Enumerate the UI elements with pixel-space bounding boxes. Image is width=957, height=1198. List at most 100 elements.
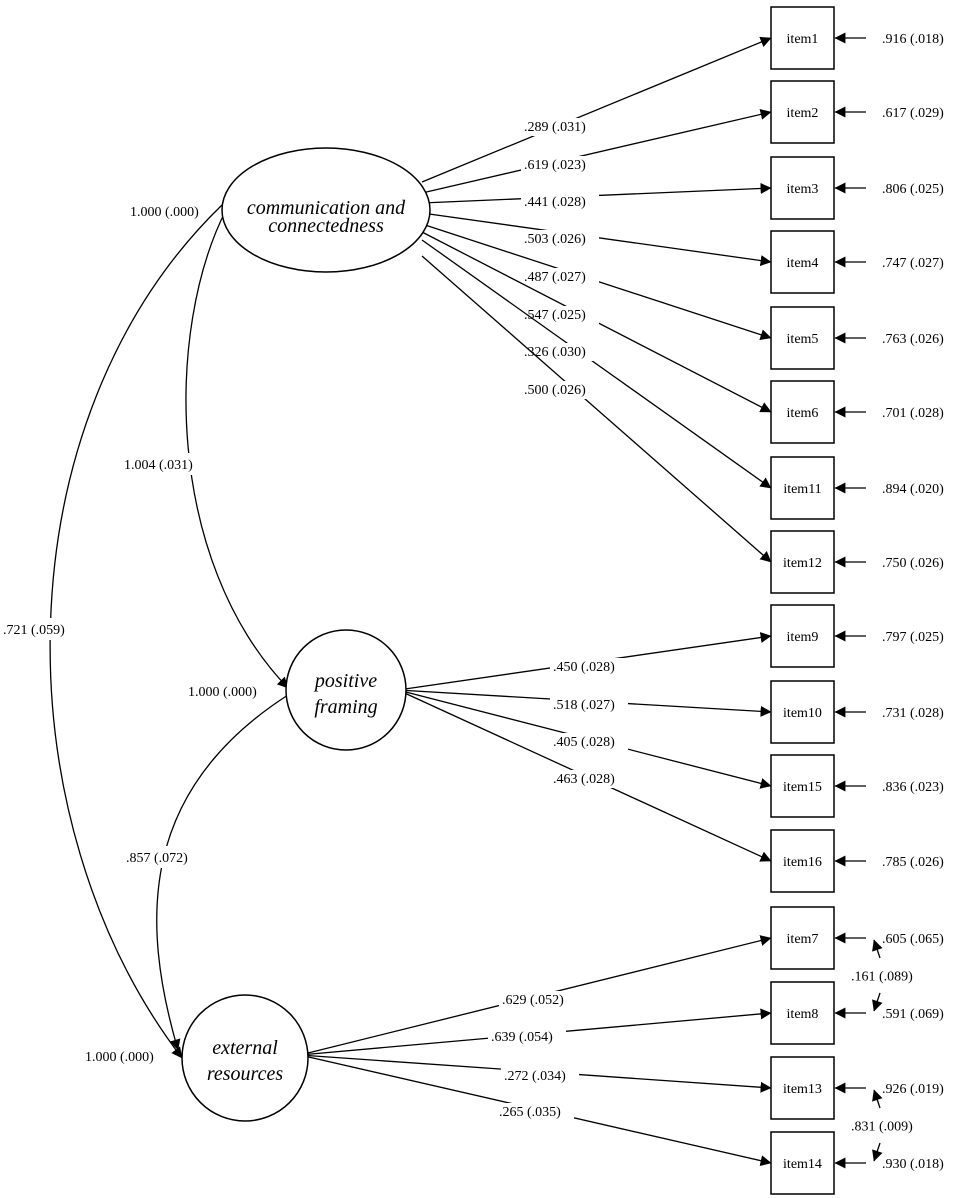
item-label-item6: item6 (787, 406, 819, 421)
item-rect-item13 (770, 1056, 835, 1120)
item-box-item9: item9 (770, 604, 835, 668)
item-box-item3: item3 (770, 156, 835, 220)
covariance-label-bg (2, 618, 82, 640)
item-box-item13: item13 (770, 1056, 835, 1120)
loading-label-bg (550, 770, 628, 788)
covariance-positive-external-curve (156, 684, 300, 1051)
item-rect-item11 (770, 456, 835, 520)
loading-label-item15: .405 (.028) (553, 735, 615, 750)
loading-label-bg (521, 230, 599, 248)
residual-covariance-arrow-bottom-item7_item8 (872, 992, 883, 1012)
residual-covariance-label-bg (848, 966, 926, 985)
residual-label-item1: .916 (.018) (882, 32, 944, 47)
loading-label-item4: .503 (.026) (524, 232, 586, 247)
loading-label-item14: .265 (.035) (499, 1105, 561, 1120)
factor-label-positive-line2: framing (314, 696, 377, 718)
loading-label-bg (521, 268, 599, 286)
loading-label-item10: .518 (.027) (553, 698, 615, 713)
residual-covariance-label-item7_item8: .161 (.089) (851, 970, 913, 985)
loading-label-item2: .619 (.023) (524, 158, 586, 173)
residual-label-item8: .591 (.069) (882, 1007, 944, 1022)
residual-label-item5: .763 (.026) (882, 332, 944, 347)
residual-covariances: .161 (.089).831 (.009) (848, 939, 926, 1162)
residual-covariance-arrow-bottom-item13_item14 (872, 1142, 883, 1162)
item-rect-item8 (770, 981, 835, 1045)
item-box-item7: item7 (770, 906, 835, 970)
item-label-item15: item15 (783, 780, 822, 795)
item-label-item12: item12 (783, 556, 822, 571)
loading-label-bg (488, 1028, 566, 1046)
item-label-item5: item5 (787, 332, 819, 347)
loading-label-item5: .487 (.027) (524, 270, 586, 285)
item-box-item14: item14 (770, 1131, 835, 1195)
item-label-item9: item9 (787, 630, 819, 645)
item-label-item8: item8 (787, 1007, 819, 1022)
item-box-item2: item2 (770, 80, 835, 144)
factor-shape-positive (285, 629, 407, 751)
residual-label-item14: .930 (.018) (882, 1157, 944, 1172)
item-rect-item14 (770, 1131, 835, 1195)
residual-label-item12: .750 (.026) (882, 556, 944, 571)
loading-label-item11: .326 (.030) (524, 345, 586, 360)
loading-path-item1 (421, 36, 772, 183)
latent-factors: communication andconnectednesspositivefr… (181, 147, 431, 1122)
residual-covariance-label-bg (848, 1116, 926, 1135)
loading-label-bg (501, 1067, 579, 1085)
item-box-item8: item8 (770, 981, 835, 1045)
item-rect-item7 (770, 906, 835, 970)
covariance-label-comm-external: .721 (.059) (3, 623, 65, 638)
item-box-item16: item16 (770, 829, 835, 893)
loading-label-item16: .463 (.028) (553, 772, 615, 787)
residual-label-item7: .605 (.065) (882, 932, 944, 947)
item-box-item10: item10 (770, 680, 835, 744)
loading-label-item1: .289 (.031) (524, 120, 586, 135)
item-rect-item9 (770, 604, 835, 668)
residual-label-item13: .926 (.019) (882, 1082, 944, 1097)
item-box-item6: item6 (770, 380, 835, 444)
factor-label-external-line1: external (212, 1037, 278, 1059)
factor-shape-external (181, 994, 309, 1122)
item-box-item1: item1 (770, 6, 835, 70)
loading-label-bg (550, 696, 628, 714)
variance-label-external: 1.000 (.000) (85, 1050, 154, 1065)
item-label-item7: item7 (787, 932, 819, 947)
loading-label-item13: .272 (.034) (504, 1069, 566, 1084)
factor-label-external-line2: resources (207, 1063, 283, 1085)
item-label-item16: item16 (783, 855, 822, 870)
item-box-item11: item11 (770, 456, 835, 520)
item-label-item11: item11 (783, 482, 821, 497)
loading-label-bg (496, 1103, 574, 1121)
residual-label-item10: .731 (.028) (882, 706, 944, 721)
factor-label-communication-line1: communication and (247, 197, 406, 219)
item-box-item15: item15 (770, 754, 835, 818)
item-rect-item12 (770, 530, 835, 594)
loading-label-item6: .547 (.025) (524, 308, 586, 323)
variance-label-positive: 1.000 (.000) (188, 685, 257, 700)
loading-path-item11 (421, 239, 772, 489)
loading-label-item8: .639 (.054) (491, 1030, 553, 1045)
variance-label-communication: 1.000 (.000) (130, 205, 199, 220)
loading-paths: .289 (.031).619 (.023).441 (.028).503 (.… (299, 36, 772, 1167)
loading-label-bg (499, 991, 577, 1009)
item-box-item4: item4 (770, 230, 835, 294)
residual-label-item9: .797 (.025) (882, 630, 944, 645)
factor-label-communication-line2: connectedness (268, 215, 384, 237)
covariance-label-positive-external: .857 (.072) (126, 851, 188, 866)
residual-label-item2: .617 (.029) (882, 106, 944, 121)
item-label-item10: item10 (783, 706, 822, 721)
item-label-item1: item1 (787, 32, 819, 47)
residual-label-item3: .806 (.025) (882, 182, 944, 197)
covariance-comm-positive-curve (185, 198, 289, 689)
factor-external: external resources (181, 994, 309, 1122)
item-rect-item3 (770, 156, 835, 220)
item-rect-item5 (770, 306, 835, 370)
residual-covariance-arrow-top-item13_item14 (872, 1089, 883, 1109)
item-label-item4: item4 (787, 256, 819, 271)
item-rect-item16 (770, 829, 835, 893)
indicator-items: item1 item2 item3 item4 item5 item6 item11 item… (770, 6, 835, 1195)
loading-label-bg (521, 193, 599, 211)
residual-label-item4: .747 (.027) (882, 256, 944, 271)
covariance-label-bg (122, 453, 208, 475)
item-label-item14: item14 (783, 1157, 822, 1172)
